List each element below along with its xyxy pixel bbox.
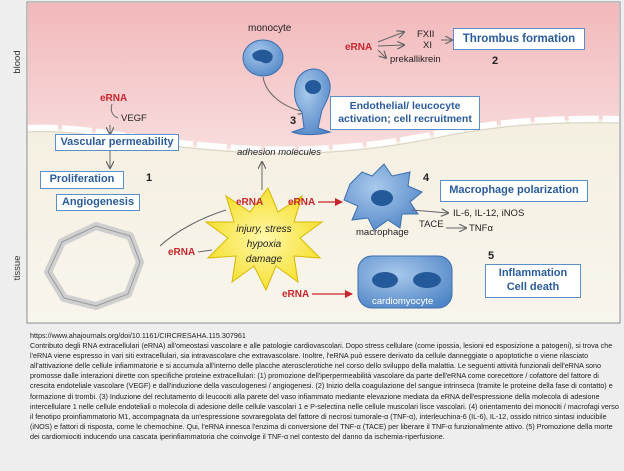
- tissue-region: [28, 119, 619, 322]
- number-1: 1: [146, 172, 152, 184]
- arrow-fxii: [377, 32, 404, 43]
- cardiomyocyte-nucleus-2: [413, 272, 441, 288]
- erna-cardio: eRNA: [282, 289, 309, 300]
- cardiomyocyte-nucleus-1: [372, 272, 398, 288]
- monocyte-label: monocyte: [248, 23, 292, 34]
- erna-macrophage: eRNA: [288, 197, 315, 208]
- arrow-xi: [377, 45, 404, 46]
- injury-text-1: injury, stress: [236, 224, 291, 235]
- inflammation-box: Inflammation Cell death: [485, 264, 581, 298]
- caption-text: Contributo degli RNA extracellulari (eRN…: [30, 341, 619, 441]
- adhering-monocyte-nucleus: [305, 80, 321, 94]
- link-erna-left: [197, 249, 213, 253]
- erna-thrombus: eRNA: [345, 42, 372, 53]
- prekallikrein-label: prekallikrein: [390, 54, 441, 65]
- erna-vegf-link: [110, 103, 119, 119]
- macrophage-polarization-box: Macrophage polarization: [440, 180, 588, 202]
- monocyte-nucleus: [252, 49, 273, 64]
- vascular-permeability-box: Vascular permeability: [55, 134, 179, 151]
- vascular-permeability-text: Vascular permeability: [60, 135, 174, 148]
- fxii-label: FXII: [417, 29, 434, 40]
- il-list-label: IL-6, IL-12, iNOS: [453, 208, 524, 219]
- endothelial-activation-box: Endothelial/ leucocyte activation; cell …: [330, 96, 480, 130]
- endothelial-activation-text-2: activation; cell recruitment: [338, 113, 472, 125]
- tace-label: TACE: [419, 219, 444, 230]
- vessel-ring-outline: [47, 225, 141, 307]
- macrophage-polarization-text: Macrophage polarization: [449, 184, 579, 197]
- arrow-il-list: [411, 210, 448, 213]
- figure-caption: https://www.ahajournals.org/doi/10.1161/…: [30, 331, 620, 442]
- tnfa-label: TNFα: [469, 223, 493, 234]
- number-2: 2: [492, 55, 498, 67]
- erna-vascular: eRNA: [100, 93, 127, 104]
- cardiomyocyte-label: cardiomyocyte: [372, 296, 433, 307]
- tissue-label: tissue: [12, 256, 23, 281]
- angiogenesis-box: Angiogenesis: [56, 194, 140, 211]
- injury-text-2: hypoxia: [247, 239, 282, 250]
- macrophage-label: macrophage: [356, 227, 409, 238]
- angiogenesis-text: Angiogenesis: [61, 195, 135, 208]
- endothelial-wall: [27, 115, 620, 153]
- inflammation-text-2: Cell death: [506, 281, 560, 293]
- blood-label: blood: [12, 50, 23, 73]
- number-4: 4: [423, 172, 430, 184]
- link-angiogenesis-star: [159, 209, 227, 247]
- proliferation-box: Proliferation: [40, 171, 124, 189]
- thrombus-formation-text: Thrombus formation: [462, 32, 576, 45]
- inflammation-text-1: Inflammation: [498, 267, 568, 280]
- erna-left: eRNA: [168, 247, 195, 258]
- proliferation-text: Proliferation: [49, 173, 115, 186]
- cardiomyocyte-cell: [357, 255, 453, 309]
- adhesion-molecules-label: adhesion molecules: [237, 147, 321, 158]
- thrombus-formation-box: Thrombus formation: [453, 28, 585, 50]
- arrow-prekallikrein: [377, 49, 386, 58]
- xi-label: XI: [423, 40, 432, 51]
- endothelial-activation-text-1: Endothelial/ leucocyte: [349, 99, 461, 112]
- injury-star: [204, 187, 324, 292]
- number-5: 5: [488, 250, 494, 262]
- macrophage-nucleus: [371, 190, 393, 206]
- injury-text-3: damage: [246, 254, 283, 265]
- vegf-label: VEGF: [121, 113, 147, 124]
- monocyte-path-arrow: [262, 76, 305, 112]
- erna-center: eRNA: [236, 197, 263, 208]
- source-url: https://www.ahajournals.org/doi/10.1161/…: [30, 331, 246, 340]
- number-3: 3: [290, 115, 296, 127]
